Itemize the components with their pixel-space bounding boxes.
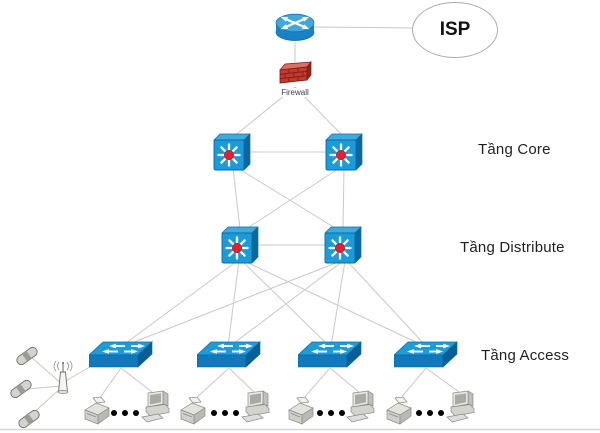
link-core2-dist1 [242, 166, 342, 232]
ellipsis-dots [111, 410, 139, 416]
link-access2-printer2 [194, 367, 230, 400]
firewall-label: Firewall [279, 88, 311, 97]
mobile-device-icon [9, 379, 33, 399]
core-switch-2 [325, 133, 363, 171]
core-switch-1 [213, 133, 251, 171]
link-access1-computer1 [120, 367, 153, 393]
link-core1-dist1 [232, 167, 241, 230]
mobile-device-icon [15, 346, 39, 366]
printer-icon [386, 397, 412, 425]
ellipsis-dots [317, 410, 345, 416]
printer-icon [288, 397, 314, 425]
link-access1-printer1 [98, 367, 122, 400]
access-switch-1 [89, 341, 153, 369]
link-dist1-access4 [243, 260, 425, 347]
link-dist1-access1 [121, 260, 238, 347]
ellipsis-dots [211, 410, 239, 416]
access-switch-3 [298, 341, 362, 369]
printer-icon [84, 397, 110, 425]
distribute-switch-1 [221, 226, 259, 264]
layer-label-distribute: Tầng Distribute [460, 239, 565, 256]
mobile-device-icon [17, 409, 41, 429]
layer-label-core: Tầng Core [478, 141, 551, 158]
link-core2-dist2 [342, 167, 345, 230]
access-point-icon [51, 360, 75, 396]
link-core1-dist2 [235, 166, 341, 232]
link-ap-pda2 [26, 385, 62, 390]
layer-label-access: Tầng Access [481, 347, 570, 364]
link-dist2-access1 [123, 260, 342, 347]
access-switch-2 [197, 341, 261, 369]
link-dist1-access3 [241, 260, 330, 347]
link-dist2-access3 [330, 260, 346, 347]
distribute-switch-2 [324, 226, 362, 264]
link-access3-computer3 [329, 367, 360, 393]
ellipsis-dots [416, 410, 444, 416]
link-dist2-access4 [346, 260, 427, 347]
isp-label: ISP [439, 19, 471, 40]
router-icon [275, 11, 315, 43]
isp-cloud: ISP [412, 2, 498, 58]
access-switch-4 [394, 341, 458, 369]
link-access3-printer3 [302, 367, 331, 400]
printer-icon [180, 397, 206, 425]
link-router-isp [312, 26, 415, 29]
desktop-computer-icon [446, 390, 476, 424]
link-access2-computer2 [228, 367, 255, 393]
desktop-computer-icon [241, 390, 271, 424]
link-access4-printer4 [399, 367, 427, 400]
link-access4-computer4 [425, 367, 460, 393]
desktop-computer-icon [346, 390, 376, 424]
link-ap-pda1 [30, 356, 63, 385]
desktop-computer-icon [141, 390, 171, 424]
link-dist2-access2 [229, 260, 344, 347]
firewall-icon [278, 61, 312, 87]
